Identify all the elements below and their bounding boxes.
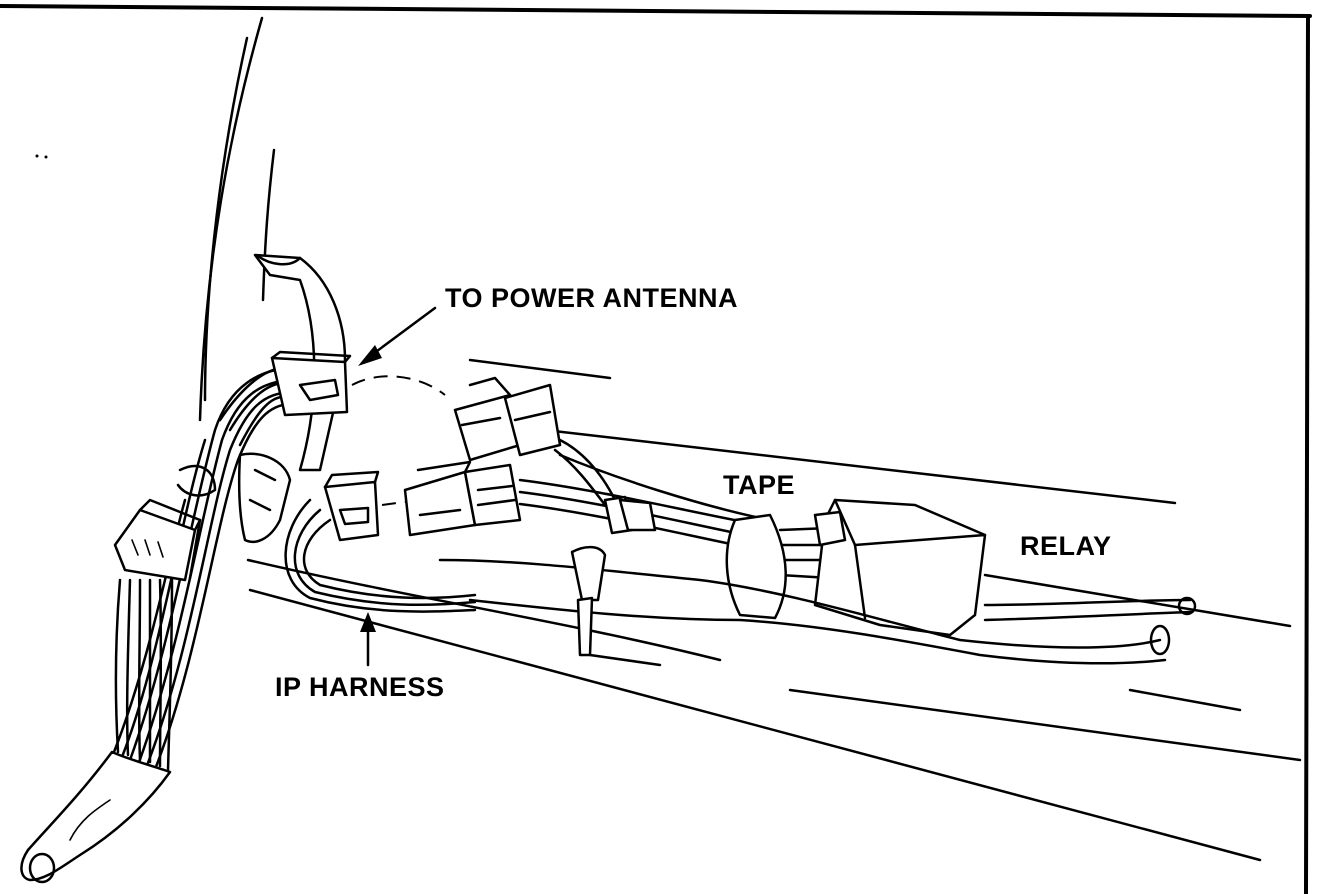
leader-arrows	[358, 306, 437, 667]
ip-harness-arrowhead	[360, 612, 376, 632]
bracket-clip	[253, 253, 347, 472]
label-relay: RELAY	[1020, 531, 1112, 561]
dash-pillar	[198, 16, 276, 422]
cable-tie	[570, 545, 607, 657]
lower-connector	[323, 470, 380, 542]
diagram-border	[0, 4, 1312, 894]
power-antenna-arrowhead	[358, 345, 382, 366]
harness-sleeve	[20, 750, 172, 884]
relay-block	[813, 498, 987, 637]
label-to-power-antenna: TO POWER ANTENNA	[445, 283, 739, 313]
label-tape: TAPE	[723, 470, 796, 500]
multipin-connector	[113, 464, 217, 582]
tape-bands	[603, 495, 787, 620]
lower-wire-loop	[284, 498, 477, 613]
grommet	[238, 452, 292, 544]
scan-specks	[35, 154, 48, 159]
antenna-connector	[270, 350, 352, 417]
label-ip-harness: IP HARNESS	[275, 672, 445, 702]
middle-mating-connectors	[403, 460, 522, 537]
ip-harness-conduit	[438, 558, 1197, 665]
